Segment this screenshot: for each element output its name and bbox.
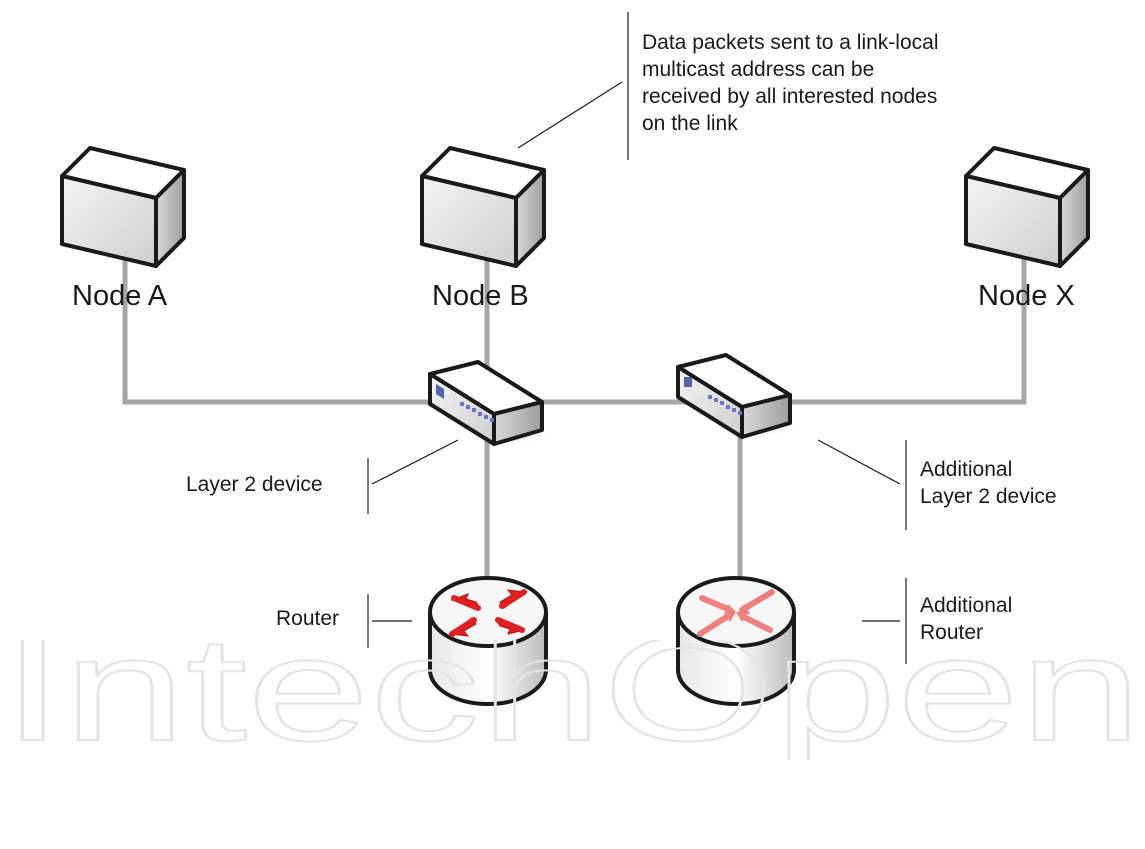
- layer2-device-label: Layer 2 device: [186, 473, 323, 496]
- link-node-a: [122, 252, 443, 405]
- node-x-icon: [964, 146, 1090, 268]
- additional-layer2-line-2: Layer 2 device: [920, 484, 1057, 508]
- additional-layer2-device-icon: [676, 353, 800, 439]
- node-a-icon: [60, 146, 186, 268]
- additional-router-line-1: Additional: [920, 594, 1013, 617]
- layer2-pointer-line: [371, 439, 459, 485]
- multicast-pointer-line: [517, 81, 623, 149]
- additional-layer2-pointer-line: [817, 439, 901, 485]
- multicast-callout-line-3: received by all interested nodes: [642, 84, 938, 108]
- router-label: Router: [276, 607, 340, 630]
- router-icon: [428, 576, 548, 706]
- layer2-device-icon: [428, 360, 552, 446]
- additional-router-icon: [676, 576, 796, 706]
- link-node-x: [787, 257, 1027, 405]
- additional-router-line-2: Router: [920, 620, 984, 644]
- multicast-callout-line-2: multicast address can be: [642, 57, 875, 81]
- additional-router-label: Additional Router: [920, 593, 1012, 647]
- node-b-icon: [420, 146, 546, 268]
- node-a-label: Node A: [72, 280, 168, 312]
- multicast-callout: Data packets sent to a link-local multic…: [642, 30, 938, 138]
- node-b-label: Node B: [432, 280, 529, 312]
- network-links: [122, 252, 1027, 593]
- node-x-label: Node X: [978, 280, 1075, 312]
- additional-layer2-line-1: Additional: [920, 458, 1013, 481]
- multicast-callout-line-4: on the link: [642, 111, 738, 135]
- additional-layer2-device-label: Additional Layer 2 device: [920, 457, 1057, 511]
- multicast-callout-line-1: Data packets sent to a link-local: [642, 31, 939, 54]
- callout-lines: [367, 12, 907, 664]
